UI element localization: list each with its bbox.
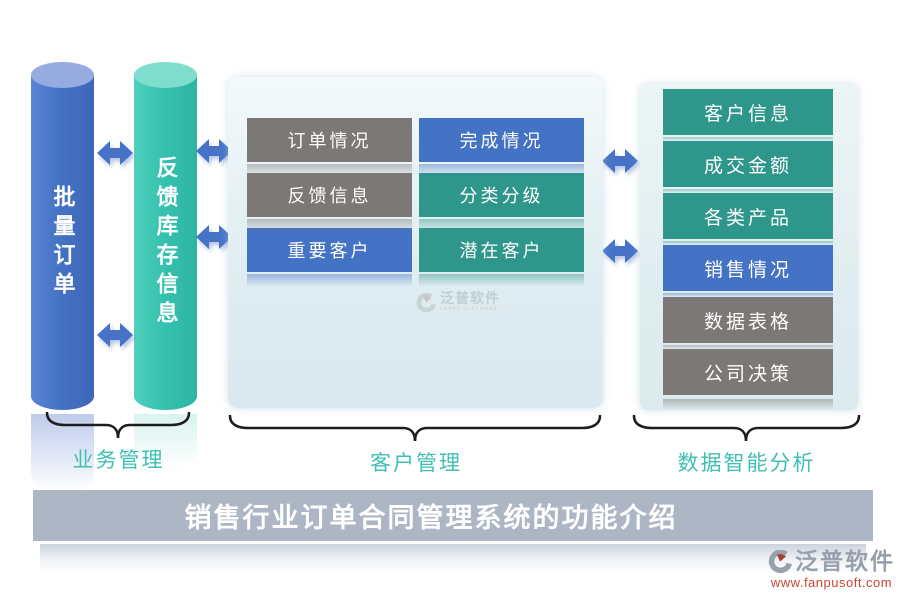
double-arrow-icon [97,323,133,347]
double-arrow-icon [97,141,133,165]
watermark-logo: 泛普软件 FANPU SOFTWARE [416,293,500,313]
block-classification: 分类分级 [419,173,584,217]
group-label-business: 业务管理 [72,448,165,472]
double-arrow-icon [196,225,232,249]
double-arrow-icon [602,239,638,263]
block-order-status: 订单情况 [247,118,412,162]
group-label-data-analysis: 数据智能分析 [677,451,816,475]
data-analysis-panel: 客户信息 成交金额 各类产品 销售情况 数据表格 公司决策 [640,84,858,410]
banner-reflection [40,544,866,574]
block-reflection [247,274,412,287]
group-label-customer: 客户管理 [370,451,462,475]
double-arrow-icon [602,149,638,173]
fanpu-logo: 泛普软件 www.fanpusoft.com [768,550,895,590]
block-data-tables: 数据表格 [663,297,833,343]
cylinder-body: 反馈库存信息 [134,75,197,410]
block-reflection [419,219,584,232]
block-reflection [247,164,412,177]
cylinder-feedback-inventory: 反馈库存信息 [134,62,197,410]
brace-data-analysis [632,415,861,442]
block-reflection [663,241,833,245]
logo-name: 泛普软件 [795,549,895,574]
logo-url: www.fanpusoft.com [770,575,893,590]
block-customer-info: 客户信息 [663,89,833,135]
block-reflection [663,189,833,193]
fanpu-logo-icon [416,293,436,313]
block-reflection [419,164,584,177]
brace-customer-management [228,415,602,442]
block-key-customers: 重要客户 [247,228,412,272]
block-sales-status: 销售情况 [663,245,833,291]
block-product-types: 各类产品 [663,193,833,239]
block-completion-status: 完成情况 [419,118,584,162]
block-reflection [419,274,584,287]
block-reflection [663,399,833,410]
watermark-name: 泛普软件 [440,292,500,307]
cylinder-top-ellipse [31,62,94,88]
block-company-decision: 公司决策 [663,349,833,395]
cylinder-reflection [134,414,197,469]
block-potential-customers: 潜在客户 [419,228,584,272]
title-banner: 销售行业订单合同管理系统的功能介绍 [33,490,873,541]
block-feedback-info: 反馈信息 [247,173,412,217]
block-reflection [663,345,833,349]
cylinder-reflection [31,414,94,492]
page-title: 销售行业订单合同管理系统的功能介绍 [184,503,678,533]
cylinder-batch-orders: 批量订单 [31,62,94,410]
block-reflection [663,293,833,297]
block-reflection [247,219,412,232]
double-arrow-icon [196,139,232,163]
cylinder-body: 批量订单 [31,75,94,410]
watermark-subtitle: FANPU SOFTWARE [440,307,498,312]
cylinder-label: 反馈库存信息 [153,155,179,330]
fanpu-logo-icon [768,550,792,574]
block-reflection [663,137,833,141]
cylinder-top-ellipse [134,62,197,88]
block-deal-amount: 成交金额 [663,141,833,187]
cylinder-label: 批量订单 [50,184,76,301]
brace-business-management [45,412,191,439]
customer-management-panel: 订单情况 完成情况 反馈信息 分类分级 重要客户 潜在客户 泛普软件 FANPU… [228,77,603,408]
